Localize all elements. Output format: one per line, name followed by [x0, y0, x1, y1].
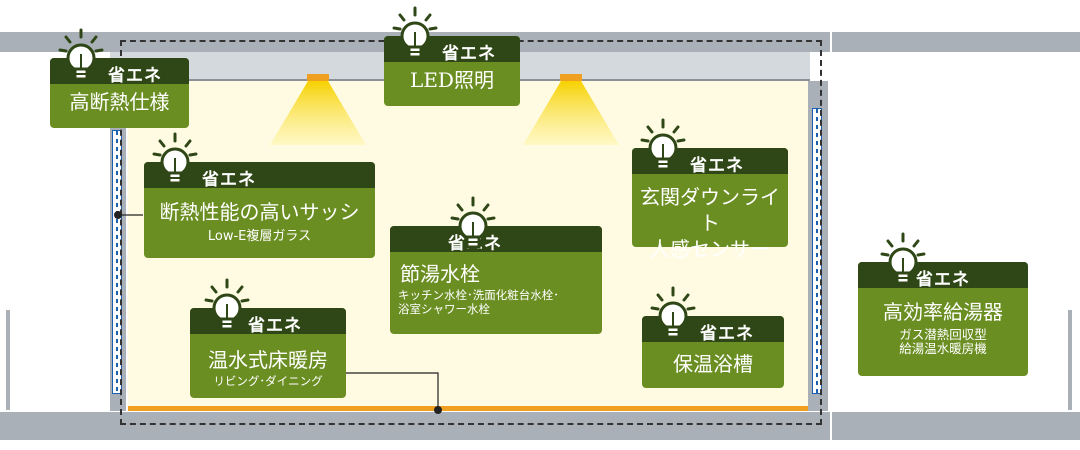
card-led-lighting: 省エネ LED照明 — [384, 6, 520, 106]
card-title: 高断熱仕様 — [69, 90, 170, 114]
light-bulb-icon — [450, 196, 496, 252]
card-subtitle-line1: キッチン水栓･洗面化粧台水栓･ — [398, 288, 559, 302]
light-bulb-icon — [392, 6, 438, 62]
card-title: 断熱性能の高いサッシ — [159, 200, 360, 224]
card-subtitle-line1: ガス潜熱回収型 — [899, 327, 987, 342]
energy-saving-badge-label: 省エネ — [916, 270, 970, 290]
ceiling-light-right — [560, 74, 582, 81]
floor-heating-strip — [128, 406, 808, 411]
card-high-efficiency-water-heater: 省エネ 高効率給湯器 ガス潜熱回収型 給湯温水暖房機 — [858, 232, 1028, 376]
card-high-insulation: 省エネ 高断熱仕様 — [50, 28, 189, 128]
light-bulb-icon — [880, 232, 926, 288]
card-title-line1: 玄関ダウンライト — [640, 185, 780, 235]
card-floor-heating: 省エネ 温水式床暖房 リビング･ダイニング — [190, 278, 346, 398]
energy-saving-badge-label: 省エネ — [442, 44, 496, 64]
light-bulb-icon — [650, 286, 696, 342]
card-title: LED照明 — [410, 68, 494, 92]
roof-slab-right — [832, 32, 1080, 52]
floor-slab-left — [0, 412, 830, 440]
card-title: 高効率給湯器 — [883, 300, 1003, 324]
card-header: 省エネ — [390, 226, 602, 254]
floor-slab-right — [832, 412, 1080, 440]
card-insulated-bathtub: 省エネ 保温浴槽 — [642, 286, 784, 388]
card-subtitle-line2: 給湯温水暖房機 — [899, 341, 987, 356]
card-title: 節湯水栓 — [400, 262, 480, 286]
card-title: 温水式床暖房 — [208, 348, 328, 372]
card-title: 保温浴槽 — [673, 352, 753, 376]
energy-saving-badge-label: 省エネ — [202, 170, 256, 190]
light-bulb-icon — [152, 132, 198, 188]
light-bulb-icon — [204, 278, 250, 334]
light-bulb-icon — [640, 118, 686, 174]
light-beam-right — [523, 81, 619, 145]
card-water-saving-faucet: 省エネ 節湯水栓 キッチン水栓･洗面化粧台水栓･ 浴室シャワー水栓 — [390, 196, 602, 334]
light-bulb-icon — [58, 28, 104, 84]
energy-saving-badge-label: 省エネ — [248, 316, 302, 336]
card-subtitle: リビング･ダイニング — [213, 374, 323, 388]
card-title-line2: 人感センサー — [650, 237, 770, 261]
light-beam-left — [270, 81, 366, 145]
card-header: 省エネ — [858, 262, 1028, 290]
card-subtitle: Low-E複層ガラス — [207, 229, 312, 244]
energy-saving-badge-label: 省エネ — [108, 66, 162, 86]
energy-saving-badge-label: 省エネ — [690, 156, 744, 176]
card-insulated-sash: 省エネ 断熱性能の高いサッシ Low-E複層ガラス — [144, 132, 375, 258]
ceiling-light-left — [307, 74, 329, 81]
card-subtitle-line2: 浴室シャワー水栓 — [398, 302, 490, 316]
neighbor-wall-left — [6, 310, 10, 410]
neighbor-wall-right — [1068, 310, 1072, 410]
energy-saving-badge-label: 省エネ — [700, 324, 754, 344]
card-entrance-downlight: 省エネ 玄関ダウンライト 人感センサー — [632, 118, 788, 261]
